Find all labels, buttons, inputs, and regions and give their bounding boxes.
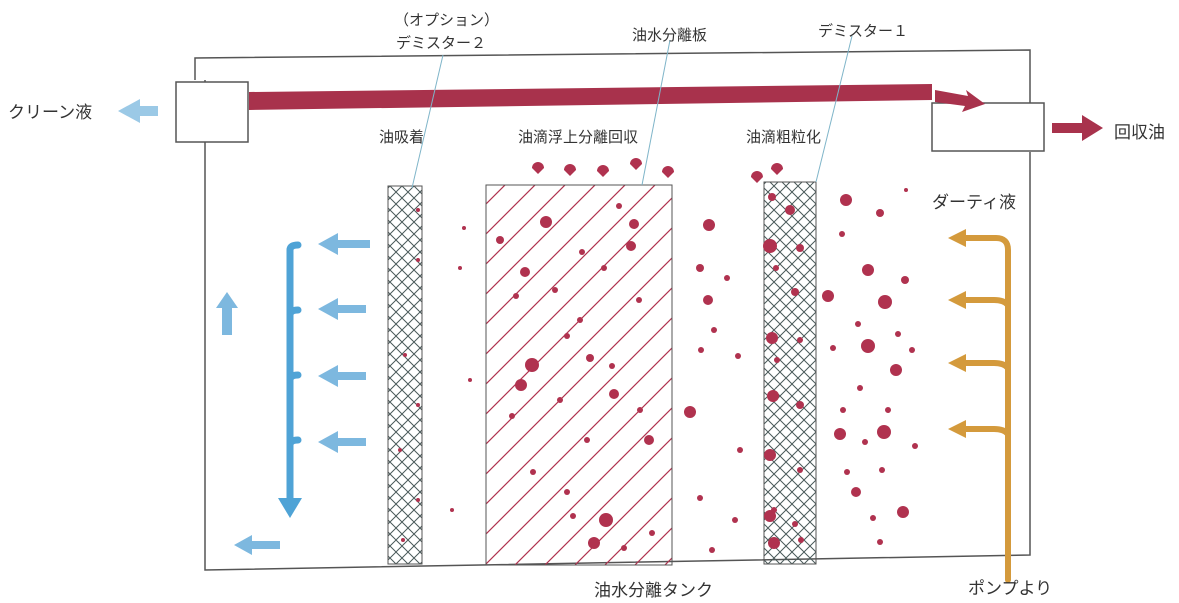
up-flow-arrow xyxy=(216,292,238,335)
label-tank: 油水分離タンク xyxy=(594,581,713,601)
dirty-flow-lines xyxy=(959,235,1011,583)
oil-return-bar xyxy=(249,84,932,110)
oil-separator-plate xyxy=(485,184,673,566)
label-separator-plate: 油水分離板 xyxy=(632,26,708,44)
label-demister1: デミスター１ xyxy=(818,22,909,40)
bottom-flow-arrow xyxy=(234,535,280,555)
oil-droplets xyxy=(398,188,918,553)
clean-down-arrowhead xyxy=(278,498,302,518)
label-recovered-oil: 回収油 xyxy=(1114,123,1165,143)
label-oil-float-separation: 油滴浮上分離回収 xyxy=(518,128,639,146)
label-option-demister2-line1: （オプション） xyxy=(394,11,500,29)
recovered-oil-arrow xyxy=(1052,115,1103,141)
label-oil-adsorption: 油吸着 xyxy=(379,128,425,146)
oil-return-arrow xyxy=(935,90,985,112)
leader-lines xyxy=(411,35,853,189)
clean-inflow-arrows xyxy=(318,233,370,453)
label-dirty-liquid: ダーティ液 xyxy=(932,193,1016,213)
clean-liquid-arrow xyxy=(118,99,158,123)
clean-outlet-box xyxy=(175,81,249,143)
demister-2 xyxy=(387,185,423,565)
dirty-flow-arrowheads xyxy=(948,229,966,438)
label-oil-coalescence: 油滴粗粒化 xyxy=(746,128,822,146)
label-clean-liquid: クリーン液 xyxy=(8,103,93,123)
oil-drop-markers xyxy=(532,158,783,183)
label-option-demister2-line2: デミスター２ xyxy=(396,34,487,52)
label-from-pump: ポンプより xyxy=(968,579,1053,599)
clean-flow-arrows xyxy=(286,241,302,504)
oil-outlet-box xyxy=(931,102,1045,152)
